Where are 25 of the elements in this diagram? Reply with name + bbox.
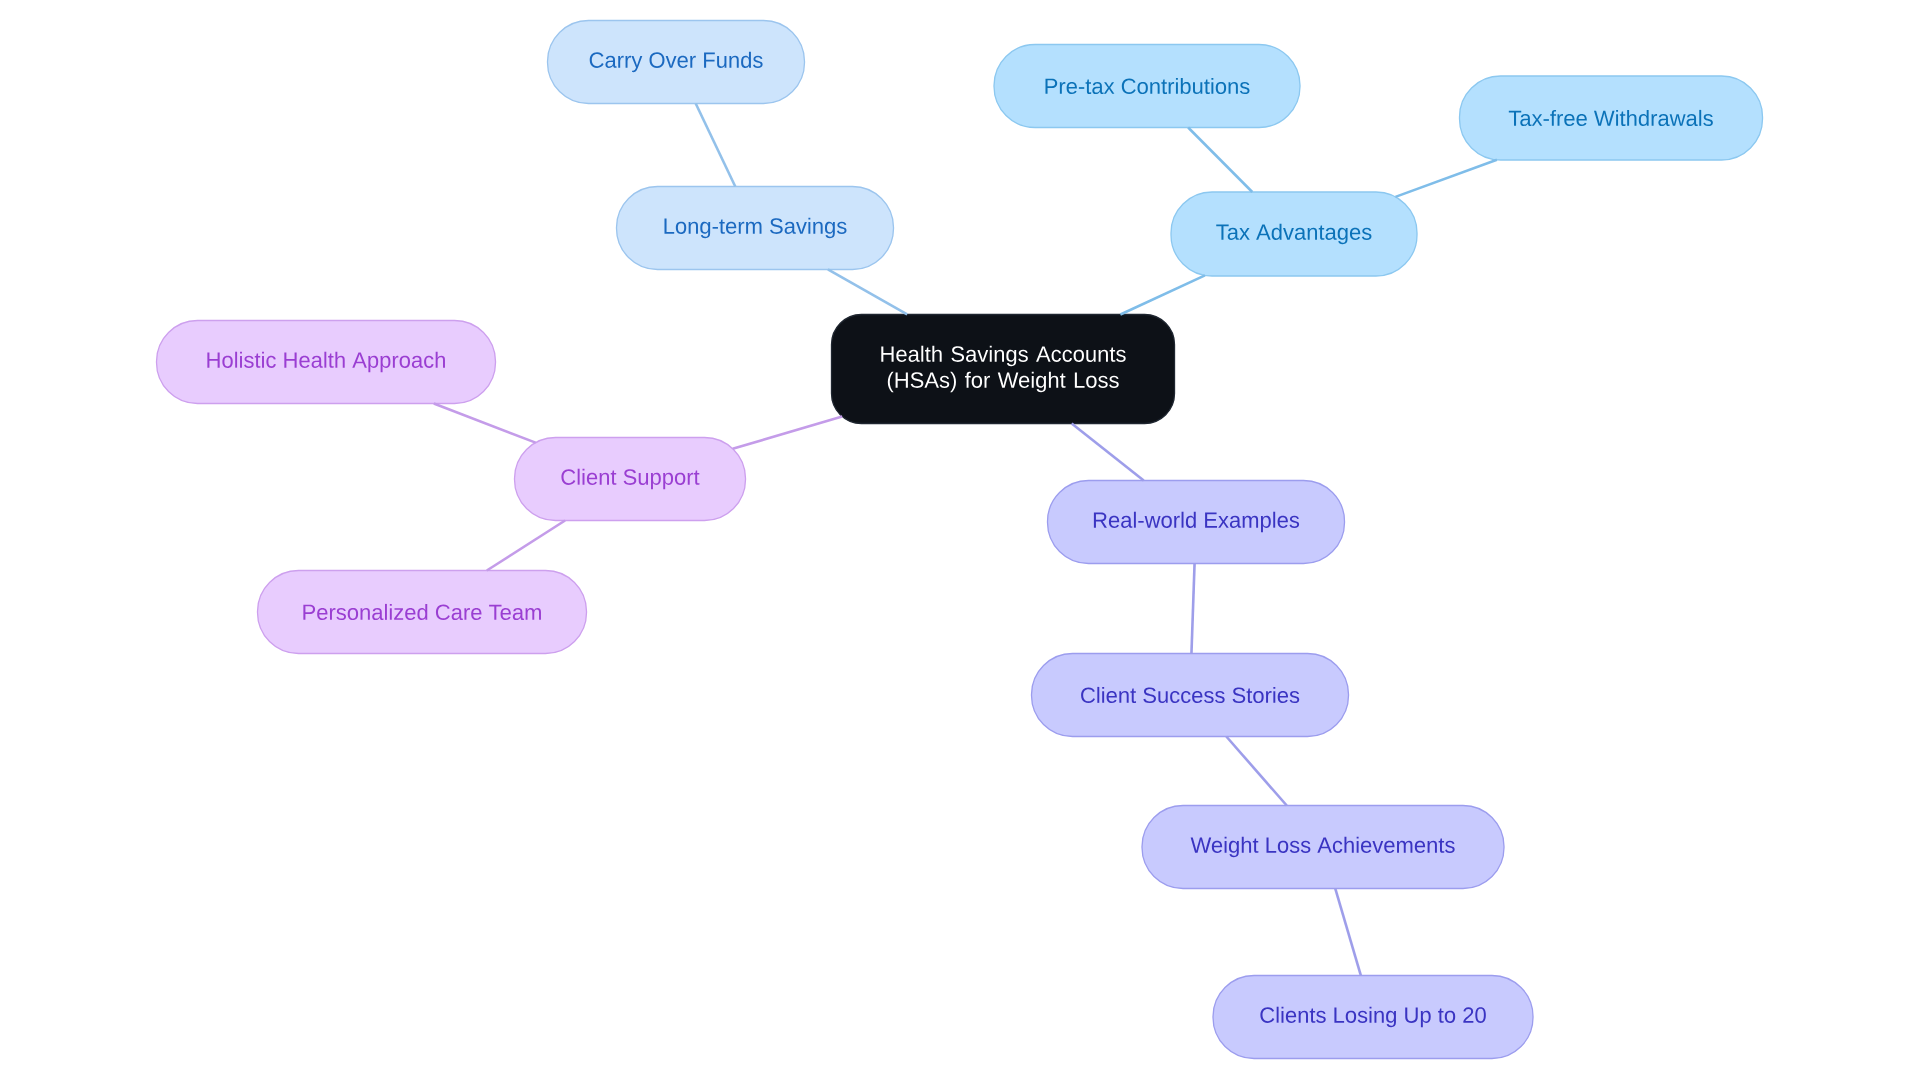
connector-line — [1119, 274, 1206, 316]
connector-line — [1225, 735, 1288, 807]
connector-line — [1333, 888, 1363, 976]
topic-box: Client Support — [513, 436, 747, 522]
connector-line — [433, 402, 537, 444]
topic-box: Long-term Savings — [615, 185, 895, 271]
topic-box: Client Success Stories — [1030, 652, 1350, 738]
connector-line — [694, 102, 737, 188]
connector-line — [1395, 158, 1498, 199]
connector-line — [732, 415, 843, 451]
connector-line — [1187, 126, 1254, 193]
topic-box: Real-world Examples — [1046, 479, 1346, 565]
connector-line — [486, 519, 566, 572]
topic-box: Personalized Care Team — [256, 569, 588, 655]
topic-box: Pre-tax Contributions — [993, 43, 1301, 129]
central-topic-box: Health Savings Accounts (HSAs) for Weight Loss — [830, 313, 1176, 425]
topic-box: Carry Over Funds — [546, 19, 806, 105]
topic-box: Tax-free Withdrawals — [1458, 75, 1764, 161]
connector-line — [1190, 563, 1196, 654]
connector-line — [827, 268, 908, 316]
topic-box: Tax Advantages — [1170, 191, 1418, 277]
topic-box: Clients Losing Up to 20 — [1212, 974, 1534, 1060]
topic-box: Weight Loss Achievements — [1141, 804, 1505, 890]
connector-line — [1070, 422, 1145, 482]
topic-box: Holistic Health Approach — [155, 319, 497, 405]
